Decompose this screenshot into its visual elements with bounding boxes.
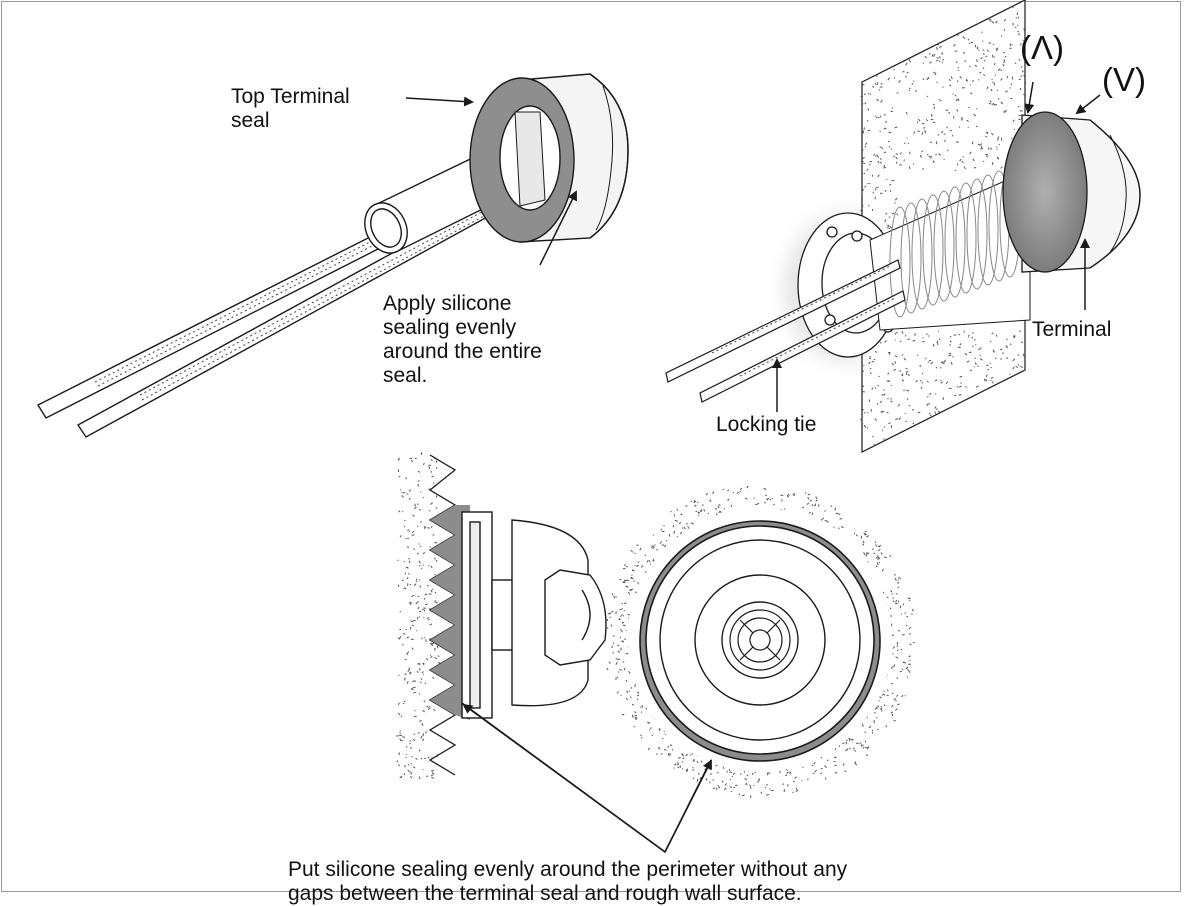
arrow-apply-silicone	[539, 190, 577, 266]
top-terminal-seal	[469, 73, 629, 243]
locking-tie-strips-left	[37, 197, 501, 438]
top-right-wall-assembly	[665, 0, 1141, 453]
front-view	[606, 485, 915, 799]
arrow-top-terminal-seal	[405, 96, 474, 107]
label-orientation-down: (V)	[1102, 61, 1146, 98]
sealant-fill	[430, 505, 470, 720]
label-apply-silicone: Apply silicone sealing evenly around the…	[383, 292, 542, 387]
ribbed-duct	[869, 169, 1031, 331]
label-terminal: Terminal	[1032, 318, 1112, 341]
leader-lines	[405, 81, 1101, 854]
arrow-orientation-down	[1075, 94, 1101, 115]
arrow-orientation-up	[1024, 81, 1035, 114]
locking-tie-strips-right	[665, 259, 906, 403]
label-top-terminal-seal: Top Terminal seal	[231, 85, 350, 132]
label-put-silicone: Put silicone sealing evenly around the p…	[288, 858, 848, 905]
label-locking-tie: Locking tie	[716, 413, 817, 436]
label-orientation-up: (Λ)	[1020, 29, 1065, 66]
terminal-head	[1002, 111, 1141, 273]
top-left-terminal-assembly	[37, 73, 629, 438]
cross-section-view	[396, 452, 607, 780]
